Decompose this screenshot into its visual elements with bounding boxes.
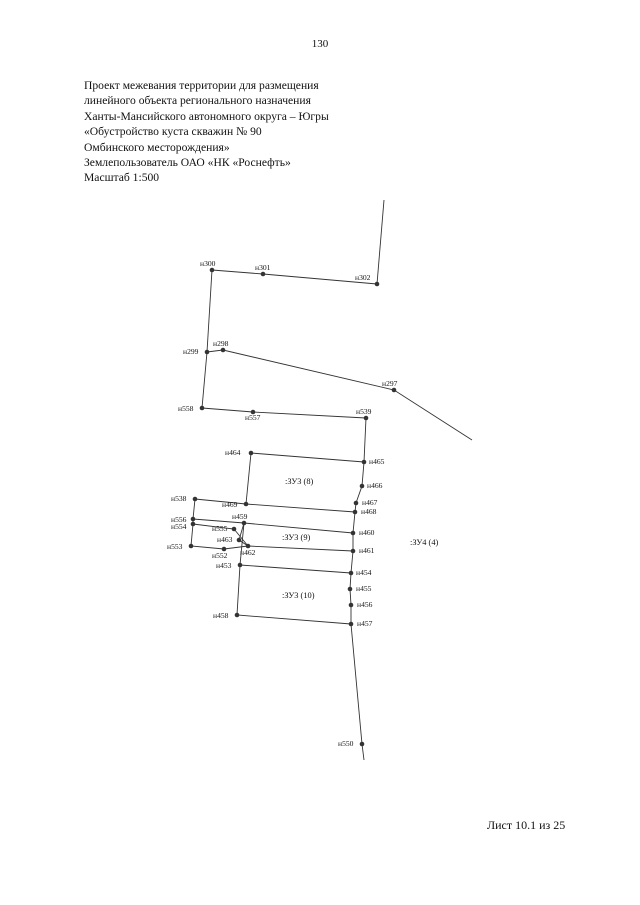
boundary-line bbox=[376, 199, 385, 285]
survey-point-466 bbox=[359, 483, 365, 489]
title-line: Проект межевания территории для размещен… bbox=[84, 79, 319, 92]
survey-point-299 bbox=[204, 349, 210, 355]
survey-point-464 bbox=[248, 450, 254, 456]
title-line: Землепользователь ОАО «НК «Роснефть» bbox=[84, 156, 291, 170]
title-block: Проект межевания территории для размещен… bbox=[84, 78, 329, 186]
scale-line: Масштаб 1:500 bbox=[84, 171, 160, 185]
survey-point-538 bbox=[192, 496, 198, 502]
point-label-557: н557 bbox=[245, 413, 261, 422]
boundary-line bbox=[239, 522, 245, 566]
boundary-line bbox=[211, 269, 378, 285]
survey-point-461 bbox=[350, 548, 356, 554]
point-label-460: н460 bbox=[359, 528, 375, 537]
boundary-line bbox=[201, 407, 367, 419]
zone-label-zu4-4: :ЗУ4 (4) bbox=[410, 538, 439, 547]
point-label-463: н463 bbox=[217, 535, 233, 544]
survey-point-302 bbox=[374, 281, 380, 287]
zone-label-zu3-10: :ЗУ3 (10) bbox=[282, 591, 315, 600]
survey-point-454 bbox=[348, 570, 354, 576]
survey-point-460 bbox=[350, 530, 356, 536]
survey-point-463 bbox=[236, 537, 242, 543]
survey-point-553 bbox=[188, 543, 194, 549]
survey-point-539 bbox=[363, 415, 369, 421]
point-label-556: н556 bbox=[171, 515, 187, 524]
boundary-line bbox=[201, 269, 213, 409]
point-label-469: н469 bbox=[222, 500, 238, 509]
title-line: «Обустройство куста скважин № 90 bbox=[84, 125, 262, 139]
survey-point-300 bbox=[209, 267, 215, 273]
point-label-457: н457 bbox=[357, 619, 373, 628]
boundary-line bbox=[239, 564, 352, 574]
survey-point-462 bbox=[245, 543, 251, 549]
survey-point-297 bbox=[391, 387, 397, 393]
point-label-455: н455 bbox=[356, 584, 372, 593]
point-label-468: н468 bbox=[361, 507, 377, 516]
point-label-302: н302 bbox=[355, 273, 371, 282]
survey-point-458 bbox=[234, 612, 240, 618]
survey-point-550 bbox=[359, 741, 365, 747]
point-label-461: н461 bbox=[359, 546, 375, 555]
survey-point-552 bbox=[221, 546, 227, 552]
point-label-458: н458 bbox=[213, 611, 229, 620]
survey-point-555 bbox=[231, 526, 237, 532]
title-line: Ханты-Мансийского автономного округа – Ю… bbox=[84, 109, 329, 123]
point-label-555: н555 bbox=[212, 524, 228, 533]
survey-point-459 bbox=[241, 520, 247, 526]
point-label-459: н459 bbox=[232, 512, 248, 521]
survey-point-467 bbox=[353, 500, 359, 506]
point-label-465: н465 bbox=[369, 457, 385, 466]
survey-point-455 bbox=[347, 586, 353, 592]
survey-point-468 bbox=[352, 509, 358, 515]
point-label-467: н467 bbox=[362, 498, 378, 507]
page-number: 130 bbox=[311, 38, 329, 50]
point-label-464: н464 bbox=[225, 448, 241, 457]
survey-point-557 bbox=[250, 409, 256, 415]
survey-point-554 bbox=[190, 521, 196, 527]
survey-point-456 bbox=[348, 602, 354, 608]
sheet-number: Лист 10.1 из 25 bbox=[487, 818, 566, 832]
point-label-301: н301 bbox=[255, 263, 271, 272]
survey-point-453 bbox=[237, 562, 243, 568]
point-label-539: н539 bbox=[356, 407, 372, 416]
boundary-line bbox=[250, 452, 365, 463]
point-label-300: н300 bbox=[200, 259, 216, 268]
point-label-538: н538 bbox=[171, 494, 187, 503]
point-label-462: н462 bbox=[240, 548, 256, 557]
point-label-554: н554 bbox=[171, 522, 187, 531]
survey-point-298 bbox=[220, 347, 226, 353]
point-label-297: н297 bbox=[382, 379, 398, 388]
zone-label-zu3-9: :ЗУ3 (9) bbox=[282, 533, 311, 542]
survey-point-558 bbox=[199, 405, 205, 411]
point-label-453: н453 bbox=[216, 561, 232, 570]
point-label-550: н550 bbox=[338, 739, 354, 748]
point-label-456: н456 bbox=[357, 600, 373, 609]
point-label-298: н298 bbox=[213, 339, 229, 348]
boundary-line bbox=[245, 452, 252, 505]
zone-label-zu3-8: :ЗУ3 (8) bbox=[285, 477, 314, 486]
title-line: Омбинского месторождения» bbox=[84, 140, 230, 154]
title-line: линейного объекта регионального назначен… bbox=[84, 94, 311, 108]
survey-point-556 bbox=[190, 516, 196, 522]
point-label-552: н552 bbox=[212, 551, 228, 560]
boundary-line bbox=[206, 349, 473, 441]
point-label-466: н466 bbox=[367, 481, 383, 490]
point-label-299: н299 bbox=[183, 347, 199, 356]
survey-point-457 bbox=[348, 621, 354, 627]
point-label-553: н553 bbox=[167, 542, 183, 551]
survey-point-465 bbox=[361, 459, 367, 465]
survey-point-301 bbox=[260, 271, 266, 277]
boundary-line bbox=[194, 498, 356, 513]
survey-point-469 bbox=[243, 501, 249, 507]
point-label-454: н454 bbox=[356, 568, 372, 577]
point-label-558: н558 bbox=[178, 404, 194, 413]
